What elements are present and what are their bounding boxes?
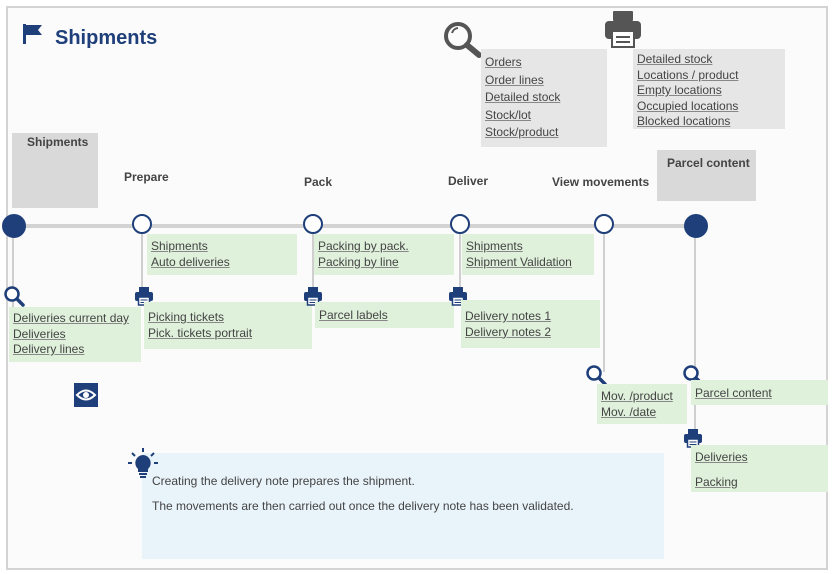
deliver-print-links-box: Delivery notes 1 Delivery notes 2 (461, 300, 600, 348)
top-search-links: Orders Order lines Detailed stock Stock/… (485, 55, 560, 141)
link-picking-tickets[interactable]: Picking tickets (148, 310, 225, 324)
link-prepare-shipments[interactable]: Shipments (151, 239, 208, 253)
movements-search-links-box: Mov. /product Mov. /date (597, 384, 687, 424)
search-icon[interactable] (585, 364, 607, 386)
link-delivery-lines[interactable]: Delivery lines (13, 342, 85, 356)
connector-shipments (12, 232, 14, 310)
shipments-search-links-box: Deliveries current day Deliveries Delive… (9, 307, 141, 362)
link-deliver-shipments[interactable]: Shipments (466, 239, 523, 253)
link-packing-by-line[interactable]: Packing by line (318, 254, 399, 269)
link-delivery-notes-2[interactable]: Delivery notes 2 (465, 324, 552, 339)
parcel-search-links-box: Parcel content (691, 380, 828, 405)
link-locations-product[interactable]: Locations / product (637, 67, 739, 82)
top-search-links-box: Orders Order lines Detailed stock Stock/… (481, 49, 607, 147)
deliver-links-box: Shipments Shipment Validation (462, 234, 594, 275)
link-deliveries-current-day[interactable]: Deliveries current day (13, 311, 130, 325)
link-deliveries[interactable]: Deliveries (13, 326, 66, 341)
link-pick-tickets-portrait[interactable]: Pick. tickets portrait (148, 325, 253, 340)
prepare-links-box: Shipments Auto deliveries (147, 234, 297, 275)
link-mov-date[interactable]: Mov. /date (601, 404, 657, 419)
printer-icon[interactable] (683, 428, 703, 448)
link-shipment-validation[interactable]: Shipment Validation (466, 254, 572, 269)
printer-icon[interactable] (448, 286, 468, 306)
top-print-links-box: Detailed stock Locations / product Empty… (633, 49, 785, 129)
printer-icon[interactable] (134, 286, 154, 306)
link-auto-deliveries[interactable]: Auto deliveries (151, 254, 230, 269)
step-shipments: Shipments (27, 135, 89, 149)
link-parcel-packing[interactable]: Packing (695, 474, 738, 489)
step-pack: Pack (304, 175, 333, 189)
link-mov-product[interactable]: Mov. /product (601, 389, 673, 403)
link-blocked-locations[interactable]: Blocked locations (637, 114, 731, 128)
step-deliver: Deliver (448, 174, 489, 188)
node-view-movements[interactable] (594, 214, 614, 234)
pack-links-box: Packing by pack. Packing by line (314, 234, 454, 275)
search-icon[interactable] (3, 285, 25, 307)
connector-deliver (459, 232, 461, 302)
node-prepare[interactable] (132, 214, 152, 234)
parcel-content-step-box: Parcel content (657, 150, 756, 201)
flag-icon (23, 24, 42, 44)
step-parcel-content: Parcel content (667, 156, 750, 170)
link-parcel-deliveries[interactable]: Deliveries (695, 450, 748, 464)
node-shipments[interactable] (2, 214, 26, 238)
connector-movements (603, 232, 605, 372)
link-stock-product[interactable]: Stock/product (485, 125, 559, 139)
eye-icon (75, 389, 97, 401)
lightbulb-icon (128, 448, 158, 478)
step-prepare: Prepare (124, 170, 169, 184)
link-parcel-labels[interactable]: Parcel labels (319, 308, 388, 322)
link-orders[interactable]: Orders (485, 55, 522, 69)
connector-pack (312, 232, 314, 302)
top-print-links: Detailed stock Locations / product Empty… (637, 52, 738, 130)
printer-icon[interactable] (603, 9, 643, 49)
link-order-lines[interactable]: Order lines (485, 72, 544, 87)
note-line-1: Creating the delivery note prepares the … (152, 474, 415, 488)
link-occupied-locations[interactable]: Occupied locations (637, 98, 739, 113)
link-stock-lot[interactable]: Stock/lot (485, 107, 532, 122)
page-title: Shipments (55, 27, 158, 49)
info-note-box: Creating the delivery note prepares the … (142, 453, 664, 559)
note-line-2: The movements are then carried out once … (152, 499, 574, 513)
shipments-step-box: Shipments (12, 133, 98, 208)
connector-prepare (141, 232, 143, 300)
node-parcel-content[interactable] (684, 214, 708, 238)
search-icon[interactable] (441, 21, 483, 59)
view-eye-button[interactable] (74, 383, 98, 407)
step-view-movements: View movements (552, 175, 650, 189)
pack-print-links-box: Parcel labels (315, 302, 454, 328)
link-packing-by-pack[interactable]: Packing by pack. (318, 239, 409, 253)
link-detailed-stock-print[interactable]: Detailed stock (637, 52, 713, 66)
prepare-print-links-box: Picking tickets Pick. tickets portrait (144, 302, 312, 349)
link-delivery-notes-1[interactable]: Delivery notes 1 (465, 309, 552, 323)
link-detailed-stock[interactable]: Detailed stock (485, 90, 561, 104)
timeline-track (14, 224, 696, 228)
link-parcel-content[interactable]: Parcel content (695, 386, 772, 400)
node-deliver[interactable] (450, 214, 470, 234)
node-pack[interactable] (303, 214, 323, 234)
link-empty-locations[interactable]: Empty locations (637, 83, 722, 97)
printer-icon[interactable] (303, 286, 323, 306)
parcel-print-links-box: Deliveries Packing (691, 445, 828, 492)
connector-parcel (694, 236, 696, 468)
